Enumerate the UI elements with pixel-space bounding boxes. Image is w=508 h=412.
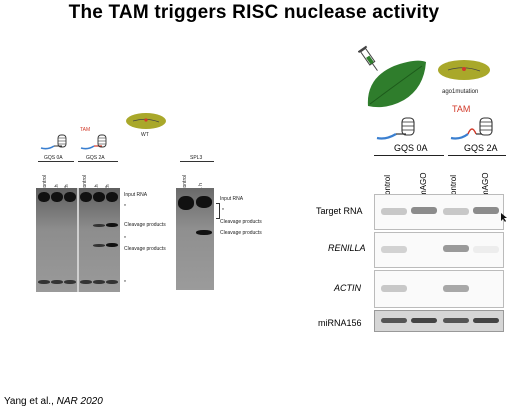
leaf-icon (367, 60, 426, 108)
gel1-cleavage-2: Cleavage products (124, 246, 166, 252)
syringe-icon (358, 45, 378, 71)
ago1-ellipse-icon (438, 60, 490, 80)
right-group-1: GQS 2A (464, 143, 498, 153)
tam-label-left: TAM (80, 127, 91, 133)
citation-authors: Yang et al., (4, 396, 57, 407)
gel2-cleavage-2: Cleavage products (220, 230, 262, 236)
gqs2a-construct-icon-right (450, 117, 493, 140)
row-label-target-rna: Target RNA (316, 206, 363, 216)
gel2-input-rna-label: Input RNA (220, 196, 244, 202)
tam-label-right: TAM (452, 104, 471, 114)
right-group-0-line (374, 155, 444, 156)
row-label-renilla: RENILLA (328, 243, 366, 253)
blot-mirna156 (374, 310, 504, 332)
slide-title: The TAM triggers RISC nuclease activity (68, 2, 440, 23)
row-label-actin: ACTIN (334, 283, 361, 293)
gel1-star-2: * (124, 236, 126, 242)
gel2-group-line (180, 161, 214, 162)
gel2-cleavage-1: Cleavage products (220, 219, 262, 225)
gel1-cleavage-1: Cleavage products (124, 222, 166, 228)
mouse-cursor-icon (501, 213, 507, 222)
gel1-image (36, 188, 120, 292)
gqs0a-construct-icon-right (376, 117, 415, 140)
citation: Yang et al., NAR 2020 (4, 396, 103, 407)
left-figure: TAM WT GQS 0A GQS 2A SPL3 control 1h 2h … (0, 0, 290, 300)
right-group-1-line (448, 155, 506, 156)
wt-ellipse-icon (126, 113, 166, 129)
gel2-bracket (216, 203, 220, 219)
gel2-image (176, 188, 214, 290)
gel1-star-3: * (124, 280, 126, 286)
gqs2a-construct-icon (80, 134, 107, 150)
blot-actin (374, 270, 504, 308)
row-label-mirna156: miRNA156 (318, 318, 362, 328)
gel1-group-0: GQS 0A (44, 155, 63, 161)
gel1-input-rna-label: Input RNA (124, 192, 148, 198)
ago1-mutation-label: ago1mutation (442, 89, 479, 95)
blot-target-rna (374, 194, 504, 230)
right-figure: ago1mutation TAM GQS 0A GQS 2A control m… (300, 40, 508, 340)
gel1-group-0-line (38, 161, 74, 162)
blot-renilla (374, 232, 504, 268)
gel2-group: SPL3 (190, 155, 203, 161)
gel2-star: * (222, 208, 224, 214)
gqs0a-construct-icon (40, 134, 67, 150)
gel1-group-1-line (78, 161, 118, 162)
wt-label: WT (141, 132, 149, 138)
citation-journal: NAR 2020 (56, 396, 103, 407)
gel1-group-1: GQS 2A (86, 155, 105, 161)
gel1-star-1: * (124, 204, 126, 210)
right-group-0: GQS 0A (394, 143, 428, 153)
